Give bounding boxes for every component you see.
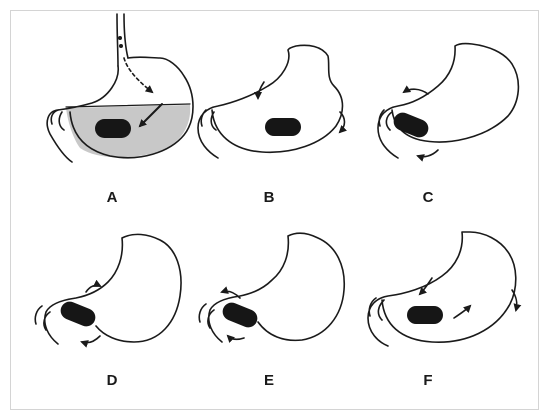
pylorus [51,110,64,130]
panel-label-b: B [249,189,289,207]
capsule [95,119,131,138]
flow-dot [118,36,122,40]
panel-e [199,233,344,342]
stomach-outline [378,44,518,158]
pylorus [379,110,392,130]
capsule [220,300,260,330]
peristalsis-arrow [418,150,438,157]
esophagus-tube [117,14,128,66]
stomach-outline [198,45,343,158]
panel-label-c: C [408,189,448,207]
peristalsis-arrow [228,336,244,339]
stomach-outline [209,233,345,342]
panel-label-f: F [408,372,448,390]
panel-label-e: E [249,372,289,390]
peristalsis-arrow [420,278,432,294]
capsule [407,306,443,324]
peristalsis-arrow [86,285,100,292]
panel-f [368,232,517,346]
peristalsis-arrow [404,89,428,94]
peristalsis-arrow [454,306,470,318]
panel-a [47,14,193,162]
peristalsis-arrow [82,336,100,343]
panel-b [198,45,345,158]
stomach-outline [45,234,181,344]
capsule [391,110,431,140]
panel-label-d: D [92,372,132,390]
flow-dot [119,44,123,48]
peristalsis-arrow [512,290,517,310]
stomach-outline [368,232,516,346]
panel-c [378,44,518,158]
panel-d [35,234,181,344]
entry-path [124,58,152,92]
panel-label-a: A [92,189,132,207]
capsule [58,299,98,329]
capsule [265,118,301,136]
